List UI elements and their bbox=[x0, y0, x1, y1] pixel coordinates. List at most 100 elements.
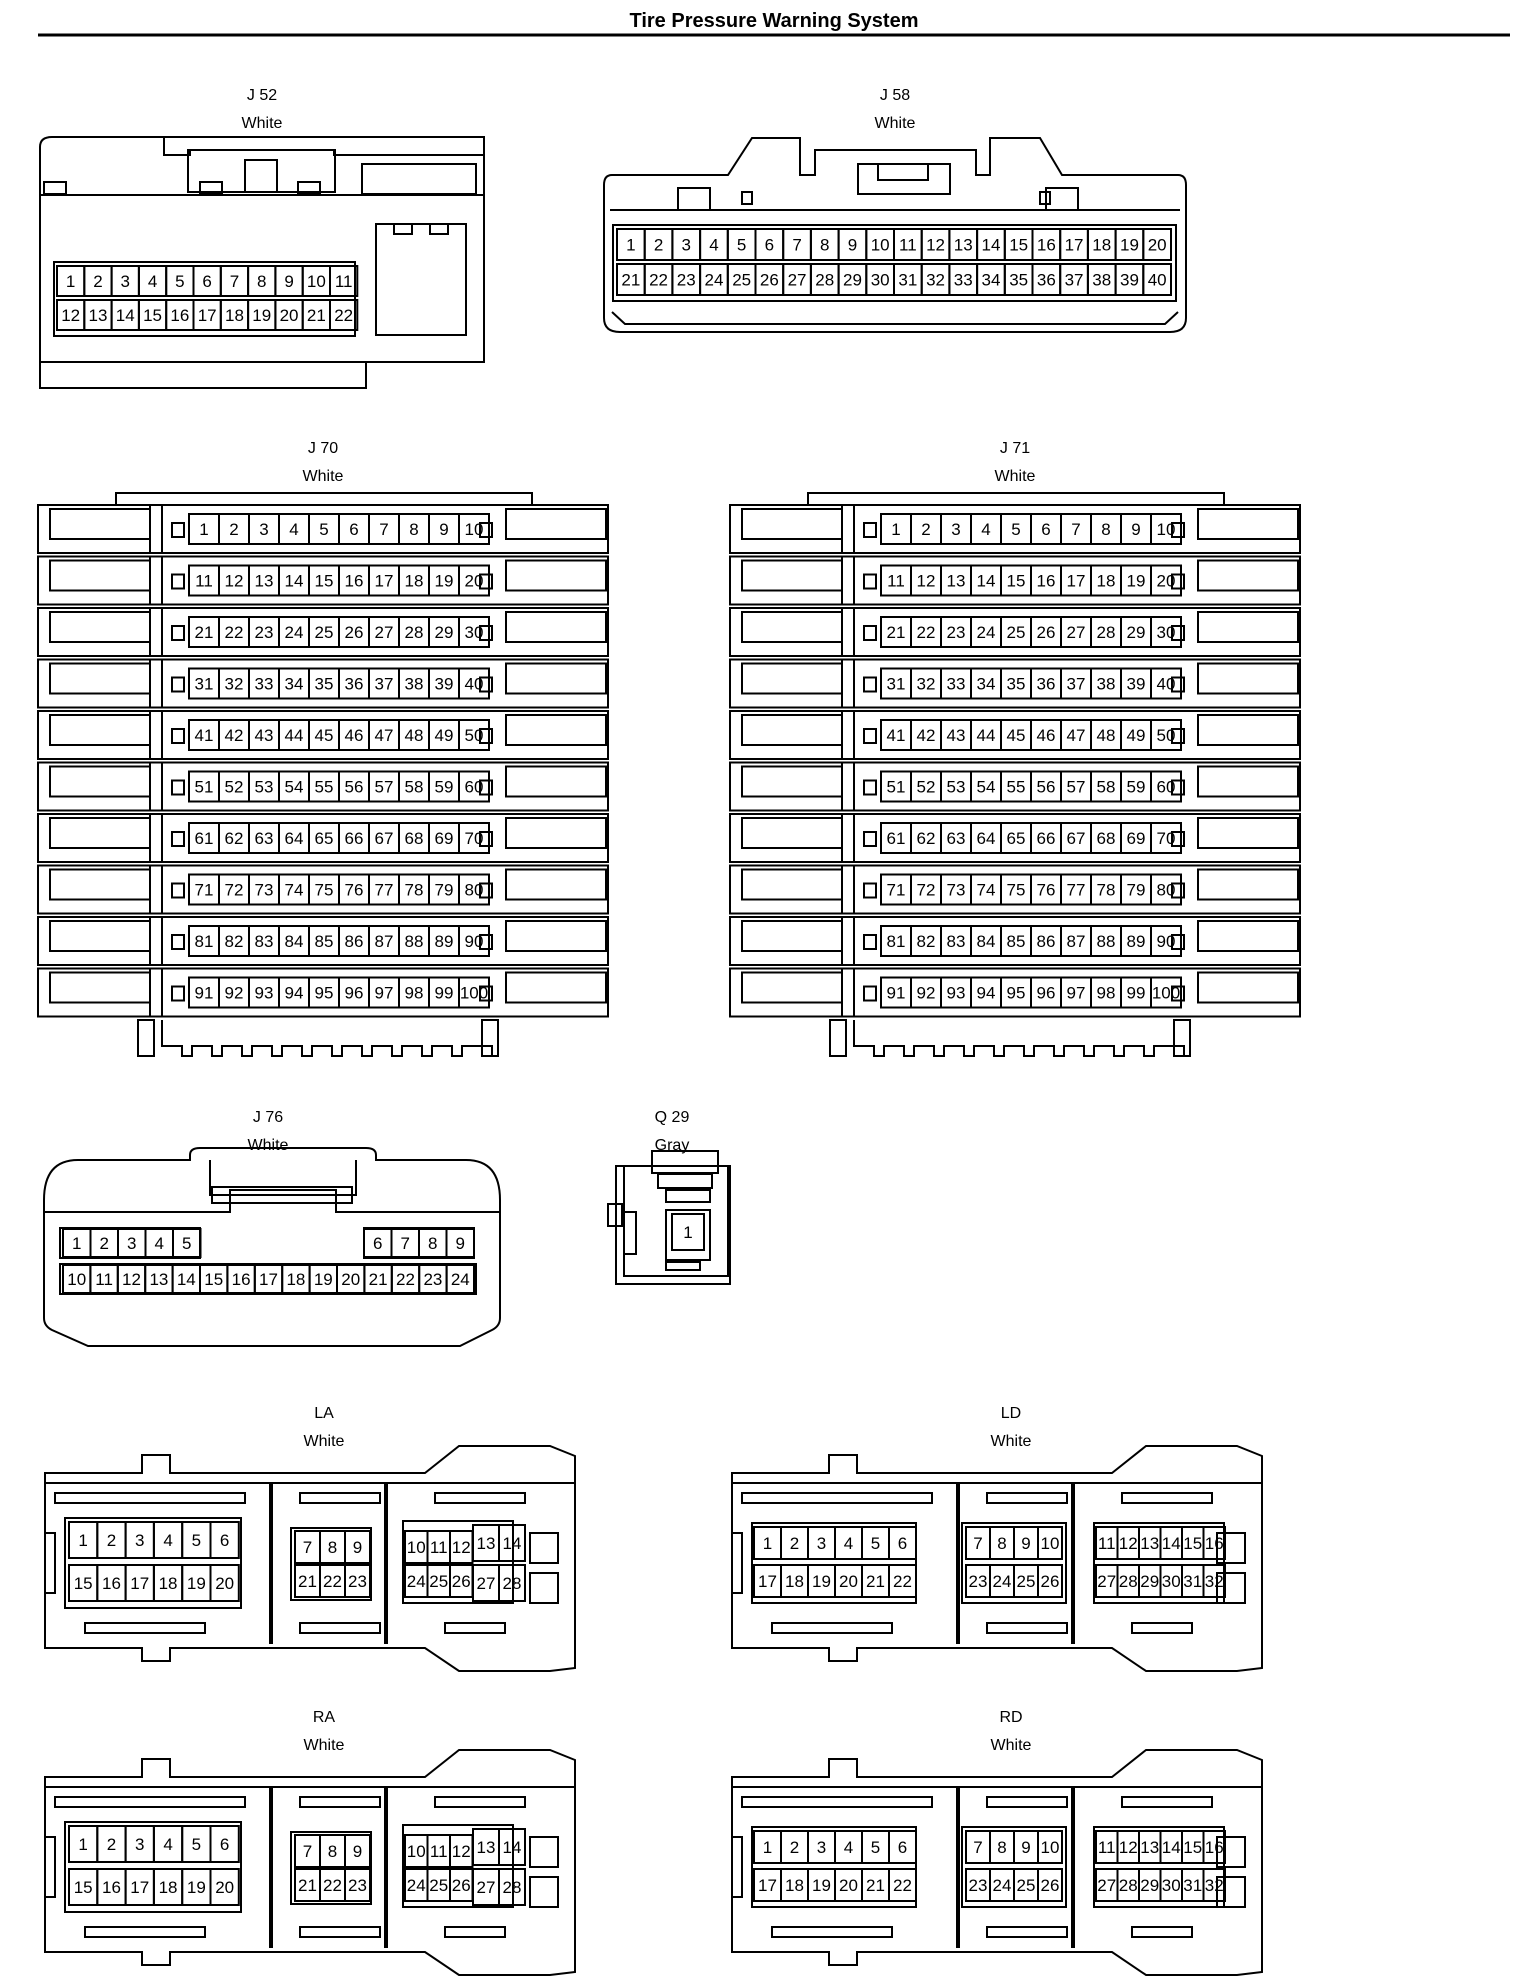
pin-cell bbox=[1150, 719, 1182, 751]
pin-number: 12 bbox=[452, 1842, 471, 1861]
connector-color-label: White bbox=[303, 468, 344, 485]
pin-number: 75 bbox=[1007, 881, 1026, 900]
outline-shape bbox=[44, 1445, 576, 1672]
pin-number: 2 bbox=[229, 520, 238, 539]
pin-number: 4 bbox=[163, 1835, 172, 1854]
outline-shape bbox=[677, 187, 711, 211]
row-shell bbox=[37, 555, 609, 606]
connector-id-label: J 52 bbox=[247, 87, 277, 104]
pin-number: 2 bbox=[100, 1234, 109, 1253]
outline-shape bbox=[1171, 522, 1185, 538]
pin-number: 32 bbox=[225, 675, 244, 694]
pin-number: 19 bbox=[314, 1270, 333, 1289]
pin-number: 31 bbox=[195, 675, 214, 694]
pin-number: 55 bbox=[1007, 778, 1026, 797]
pin-number: 21 bbox=[298, 1572, 317, 1591]
pin-number: 18 bbox=[785, 1572, 804, 1591]
outline-shape bbox=[161, 1020, 493, 1057]
pin-number: 20 bbox=[215, 1574, 234, 1593]
pin-number: 51 bbox=[887, 778, 906, 797]
outline-shape bbox=[299, 1492, 381, 1504]
pin-number: 3 bbox=[817, 1838, 826, 1857]
pin-number: 2 bbox=[93, 272, 102, 291]
pin-block-frame bbox=[64, 1821, 242, 1913]
pin-number: 20 bbox=[1157, 572, 1176, 591]
pin-number: 20 bbox=[1148, 236, 1167, 255]
pin-number: 32 bbox=[917, 675, 936, 694]
outline-shape bbox=[731, 1836, 743, 1898]
pin-number: 18 bbox=[1097, 572, 1116, 591]
pin-number: 96 bbox=[1037, 984, 1056, 1003]
pin-number: 64 bbox=[285, 829, 304, 848]
pin-number: 16 bbox=[232, 1270, 251, 1289]
pin-number: 26 bbox=[452, 1572, 471, 1591]
outline-shape bbox=[863, 522, 877, 538]
outline-shape bbox=[986, 1622, 1068, 1634]
outline-shape bbox=[299, 1926, 381, 1938]
pin-number: 15 bbox=[1183, 1838, 1202, 1857]
outline-shape bbox=[43, 181, 67, 195]
pin-number: 86 bbox=[345, 932, 364, 951]
outline-shape bbox=[429, 223, 449, 235]
outline-shape bbox=[384, 1482, 388, 1644]
outline-shape bbox=[807, 492, 1225, 506]
pin-number: 36 bbox=[1037, 271, 1056, 290]
outline-shape bbox=[1197, 868, 1299, 901]
outline-shape bbox=[49, 971, 151, 1004]
pin-number: 40 bbox=[1148, 271, 1167, 290]
pin-number: 72 bbox=[225, 881, 244, 900]
pin-number: 28 bbox=[1119, 1876, 1138, 1895]
outline-shape bbox=[1131, 1622, 1193, 1634]
row-shell bbox=[729, 504, 1301, 554]
pin-number: 15 bbox=[143, 306, 162, 325]
pin-number: 30 bbox=[871, 271, 890, 290]
pin-number: 28 bbox=[1119, 1572, 1138, 1591]
pin-number: 17 bbox=[758, 1876, 777, 1895]
outline-shape bbox=[149, 504, 163, 554]
pin-number: 8 bbox=[257, 272, 266, 291]
outline-shape bbox=[361, 163, 477, 195]
pin-number: 7 bbox=[401, 1234, 410, 1253]
pin-number: 65 bbox=[315, 829, 334, 848]
pin-number: 87 bbox=[1067, 932, 1086, 951]
pin-number: 45 bbox=[315, 726, 334, 745]
pin-number: 22 bbox=[225, 623, 244, 642]
pin-number: 7 bbox=[973, 1838, 982, 1857]
pin-number: 35 bbox=[315, 675, 334, 694]
pin-number: 13 bbox=[954, 236, 973, 255]
pin-cell bbox=[1037, 1526, 1063, 1560]
pin-number: 35 bbox=[1007, 675, 1026, 694]
pin-number: 11 bbox=[195, 572, 213, 591]
outline-shape bbox=[877, 163, 929, 181]
outline-shape bbox=[171, 882, 185, 899]
outline-shape bbox=[49, 559, 151, 592]
pin-cell bbox=[498, 1524, 526, 1562]
pin-number: 63 bbox=[255, 829, 274, 848]
pin-number: 31 bbox=[1183, 1876, 1202, 1895]
pin-number: 21 bbox=[195, 623, 214, 642]
pin-number: 91 bbox=[887, 984, 906, 1003]
pin-number: 12 bbox=[225, 572, 244, 591]
pin-number: 26 bbox=[452, 1876, 471, 1895]
pin-number: 24 bbox=[704, 271, 723, 290]
outline-shape bbox=[505, 611, 607, 643]
pin-number: 86 bbox=[1037, 932, 1056, 951]
pin-cell bbox=[458, 770, 490, 803]
pin-number: 22 bbox=[323, 1572, 342, 1591]
outline-shape bbox=[49, 765, 151, 798]
pin-cell bbox=[671, 1213, 705, 1251]
pin-number: 22 bbox=[323, 1876, 342, 1895]
pin-number: 12 bbox=[122, 1270, 141, 1289]
outline-shape bbox=[171, 985, 185, 1002]
outline-shape bbox=[841, 864, 855, 915]
pin-number: 4 bbox=[163, 1531, 172, 1550]
outline-shape bbox=[1171, 934, 1185, 950]
pin-number: 20 bbox=[839, 1572, 858, 1591]
outline-shape bbox=[479, 779, 493, 796]
outline-shape bbox=[853, 1020, 1185, 1057]
pin-number: 92 bbox=[225, 984, 244, 1003]
page-title: Tire Pressure Warning System bbox=[629, 10, 918, 32]
pin-number: 6 bbox=[1041, 520, 1050, 539]
